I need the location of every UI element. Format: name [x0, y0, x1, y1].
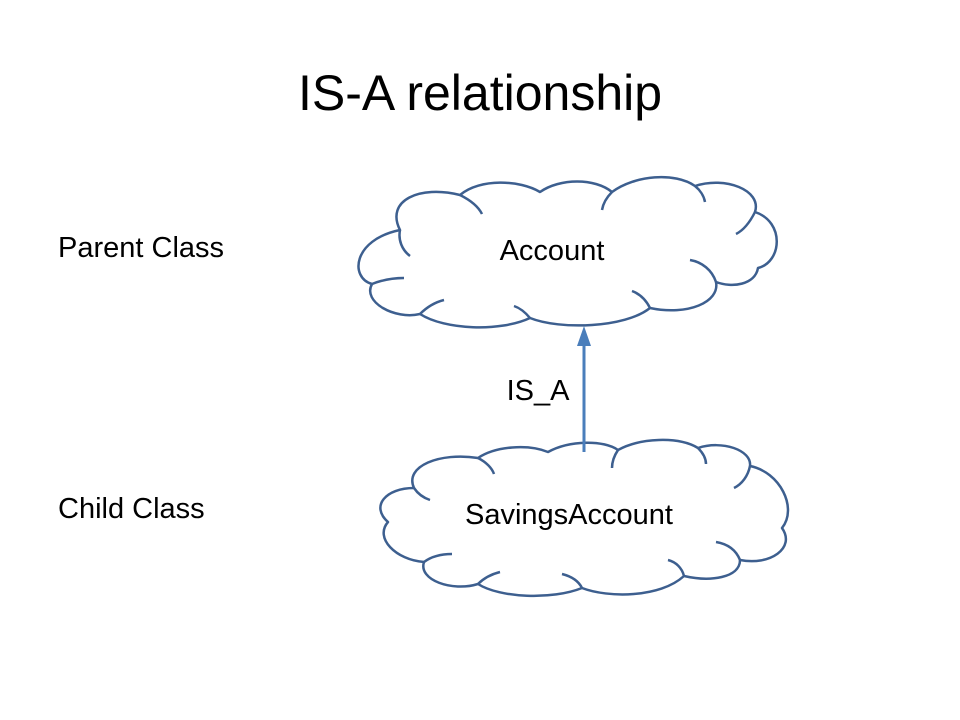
edge-label: IS_A — [507, 375, 571, 407]
is-a-arrow — [577, 326, 591, 452]
parent-cloud-shape — [357, 175, 778, 329]
child-class-label: Child Class — [58, 493, 205, 525]
parent-class-node: Account — [357, 175, 778, 329]
slide-title: IS-A relationship — [297, 65, 663, 121]
arrow-head-icon — [577, 326, 591, 346]
child-class-node: SavingsAccount — [379, 438, 790, 598]
parent-node-label: Account — [500, 235, 605, 267]
child-cloud-inner-arcs — [412, 447, 752, 589]
child-cloud-shape — [379, 438, 790, 598]
parent-class-label: Parent Class — [58, 232, 225, 264]
parent-cloud-inner-arcs — [371, 185, 757, 319]
child-node-label: SavingsAccount — [465, 499, 673, 531]
